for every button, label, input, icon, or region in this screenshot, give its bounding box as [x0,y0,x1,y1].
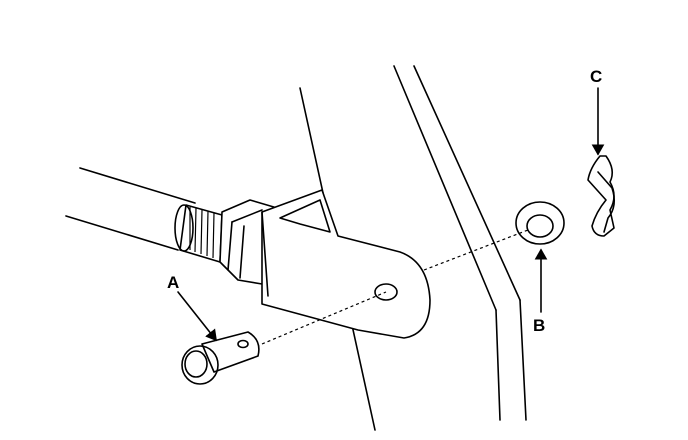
push-rod [65,167,196,251]
callout-label-c: C [590,67,602,86]
leader-line-a [177,291,217,342]
alignment-lines [261,229,529,345]
washer [515,201,565,245]
callout-label-a: A [167,273,179,292]
callout-label-b: B [533,316,545,335]
callout-leaders [177,87,605,342]
clevis-pin [181,331,260,385]
threaded-rod-section [174,204,223,263]
retaining-clip [587,155,616,237]
clevis-yoke [261,189,431,339]
